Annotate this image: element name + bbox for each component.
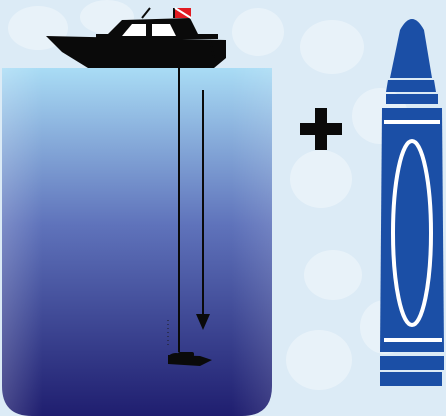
blue-crayon-icon xyxy=(380,19,444,386)
dive-boat-icon xyxy=(46,8,226,68)
plus-icon xyxy=(300,108,342,150)
dive-flag-icon xyxy=(174,8,191,18)
water-tank-icon xyxy=(2,68,272,416)
